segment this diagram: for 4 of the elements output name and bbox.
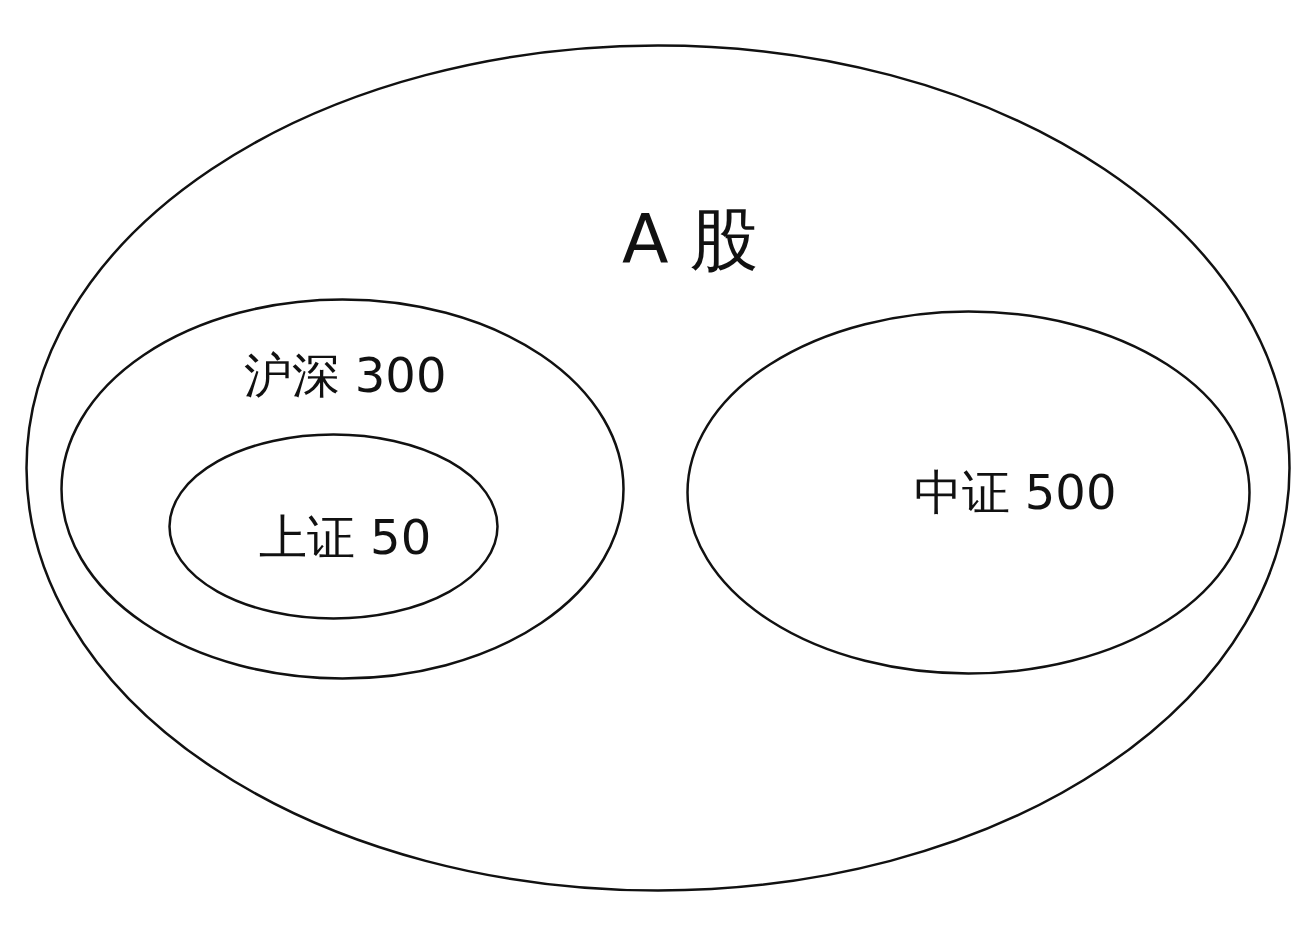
set-label: 上证 50 (258, 513, 432, 561)
set-label: 中证 500 (913, 468, 1117, 516)
set-label: 沪深 300 (243, 351, 447, 399)
set-label: A 股 (621, 206, 759, 274)
